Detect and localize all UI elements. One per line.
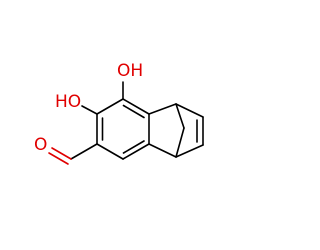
bond-co-double-b (48, 152, 69, 165)
bond-bridge-bottom (175, 127, 185, 158)
bond-ring-double-c1-c2 (122, 104, 145, 119)
bond-c-cho (70, 143, 98, 160)
bond-ring-c4-c5 (96, 143, 124, 160)
carbonyl-oxygen-label: O (34, 135, 47, 155)
bond-alkene-bottom (175, 144, 204, 158)
bond-c-oh-left (81, 105, 98, 115)
bond-bridgehead-top (148, 103, 177, 115)
bond-alkene-top (175, 103, 204, 118)
bond-ring-c3-c4 (122, 143, 150, 160)
bond-ring-c1-c2 (122, 98, 150, 115)
hydroxyl-left-label: HO (55, 92, 81, 112)
bond-co-double-a (51, 147, 72, 160)
molecule-structure: OH HO O (34, 61, 204, 165)
bond-bridge-top (175, 103, 185, 129)
bond-ring-double-c3-c4 (122, 140, 145, 154)
hydroxyl-top-label: OH (117, 61, 143, 81)
bond-bridgehead-bottom (148, 143, 177, 158)
bond-ring-c6-c1 (96, 98, 124, 115)
